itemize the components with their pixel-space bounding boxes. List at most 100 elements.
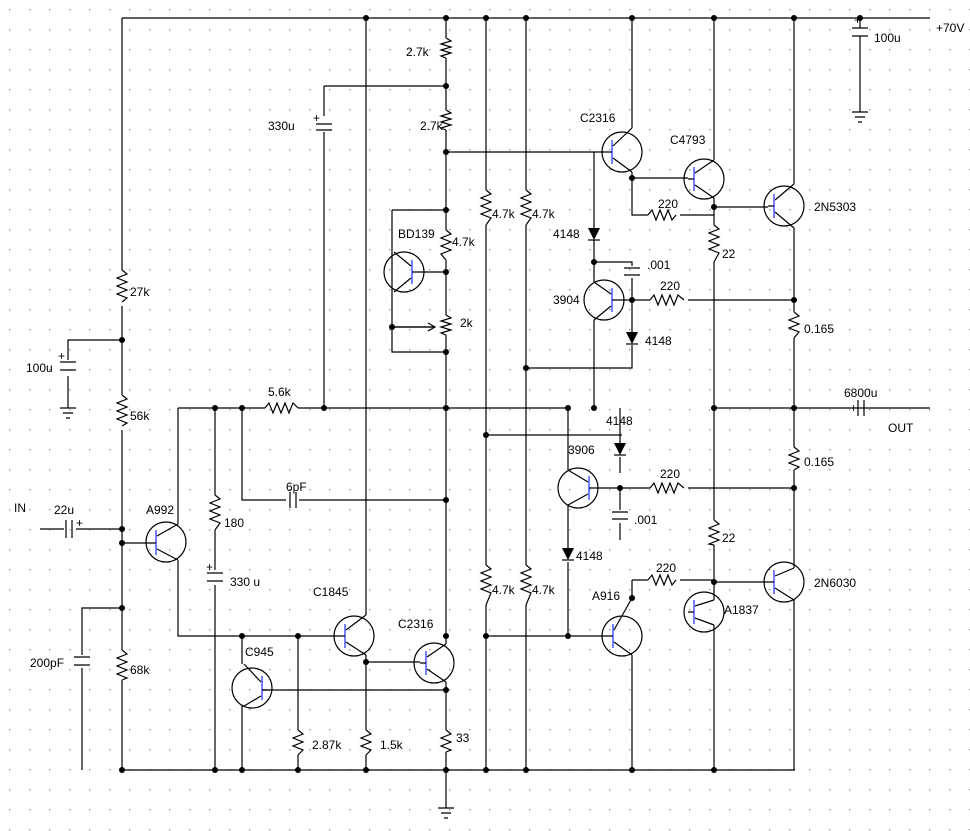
label-4148-b: 4148 (645, 334, 672, 348)
label-0165-a: 0.165 (804, 322, 834, 336)
label-22u-in: 22u (54, 503, 74, 517)
resistor-2k7-mid (438, 109, 454, 131)
svg-text:+: + (206, 560, 213, 574)
resistor-33 (439, 729, 453, 753)
label-27k: 27k (130, 285, 150, 299)
label-a992: A992 (146, 503, 174, 517)
transistor-3906 (557, 467, 600, 509)
svg-text:+: + (313, 111, 320, 125)
resistor-0165-b (787, 446, 801, 471)
label-c2316-lower: C2316 (398, 617, 434, 631)
label-330u-fb: 330 u (230, 575, 260, 589)
transistor-2n6030 (763, 561, 805, 603)
ground-symbol-supply (852, 111, 868, 123)
label-2k7-mid: 2.7k (420, 119, 444, 133)
resistor-56k (115, 394, 129, 427)
label-4k7-b: 4.7k (532, 207, 556, 221)
resistor-220-d (647, 573, 677, 587)
label-100u-supply: 100u (874, 31, 901, 45)
resistor-0165-a (787, 311, 801, 339)
label-3904: 3904 (553, 293, 580, 307)
resistor-4k7-c (479, 564, 493, 606)
cap-200pf (74, 656, 90, 666)
junction-dots (119, 15, 863, 773)
label-6800u: 6800u (844, 386, 877, 400)
transistor-bd139 (383, 251, 425, 293)
label-001-upper: .001 (647, 258, 671, 272)
label-220-a: 220 (658, 197, 678, 211)
pot-wiper-arrow (392, 322, 437, 332)
resistor-1k5 (359, 729, 373, 756)
label-2k7-top: 2.7k (406, 45, 430, 59)
label-c2316-upper: C2316 (580, 111, 616, 125)
label-22-b: 22 (722, 531, 736, 545)
svg-text:+: + (76, 516, 83, 530)
svg-text:+: + (850, 401, 857, 415)
label-68k: 68k (130, 663, 150, 677)
resistor-180 (208, 494, 222, 531)
resistor-4k7-bias (439, 229, 453, 261)
resistor-4k7-a (479, 189, 493, 226)
diodes (562, 228, 638, 561)
resistor-4k7-b (519, 189, 533, 226)
label-0165-b: 0.165 (804, 455, 834, 469)
label-33: 33 (456, 731, 470, 745)
resistor-2k-pot (438, 314, 454, 336)
resistors (115, 37, 801, 756)
label-330u-boot: 330u (268, 119, 295, 133)
cap-100u-supply (852, 27, 868, 37)
cap-22u-in (65, 520, 73, 538)
resistor-220-c (649, 481, 685, 495)
resistor-220-b (649, 293, 685, 307)
resistor-22-b (706, 519, 721, 546)
resistor-5k6 (264, 401, 299, 415)
diode-4148-b (626, 332, 638, 345)
cap-001-upper (624, 267, 640, 276)
label-a1837: A1837 (724, 603, 759, 617)
svg-text:+: + (58, 349, 65, 363)
ground-symbol-bias (60, 407, 76, 419)
ground-symbols (60, 111, 868, 819)
label-2n5303: 2N5303 (814, 200, 856, 214)
label-287k: 2.87k (312, 738, 342, 752)
polarity-marks: + + + + + + (58, 13, 861, 574)
label-bd139: BD139 (398, 227, 435, 241)
resistor-2k7-top (438, 37, 454, 59)
label-180: 180 (224, 516, 244, 530)
cap-100u-bias (60, 361, 76, 371)
diode-4148-c (614, 443, 626, 456)
output-label: OUT (888, 421, 914, 435)
label-c945: C945 (245, 645, 274, 659)
label-220-c: 220 (660, 467, 680, 481)
cap-6pf (289, 492, 297, 508)
label-6pf: 6pF (286, 480, 307, 494)
capacitors (60, 27, 868, 666)
label-200pf: 200pF (30, 656, 64, 670)
label-1k5: 1.5k (380, 738, 404, 752)
label-c1845: C1845 (313, 585, 349, 599)
cap-001-lower (612, 511, 628, 520)
label-2n6030: 2N6030 (814, 576, 856, 590)
label-4k7-a: 4.7k (492, 207, 516, 221)
svg-text:+: + (854, 13, 861, 27)
transistor-2n5303 (763, 183, 805, 229)
label-22-a: 22 (722, 247, 736, 261)
diode-4148-d (562, 548, 574, 561)
label-a916: A916 (592, 589, 620, 603)
transistor-c1845 (333, 614, 375, 657)
label-4148-d: 4148 (576, 549, 603, 563)
label-c4793: C4793 (670, 133, 706, 147)
label-4148-c: 4148 (606, 414, 633, 428)
label-4k7-d: 4.7k (532, 583, 556, 597)
transistor-c2316-upper (601, 127, 643, 173)
resistor-4k7-d (519, 564, 533, 606)
resistor-220-a (647, 208, 677, 222)
label-2k: 2k (460, 316, 474, 330)
supply-label: +70V (936, 21, 964, 35)
label-100u-bias: 100u (26, 361, 53, 375)
label-220-b: 220 (660, 279, 680, 293)
cap-6800u-out (857, 400, 865, 416)
